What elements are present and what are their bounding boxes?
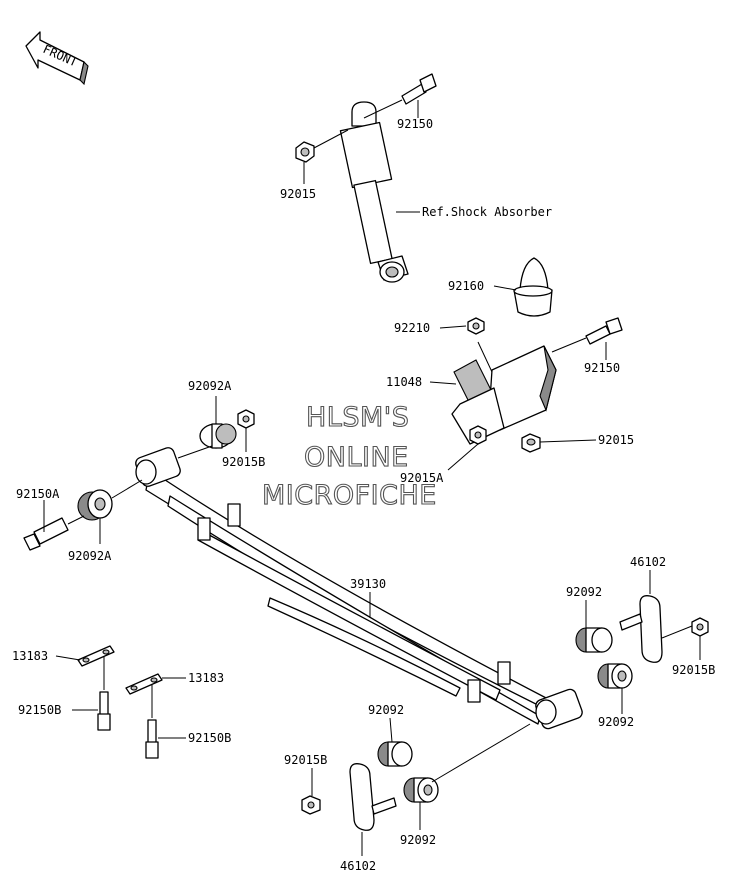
bushing-92092a-top [177, 423, 237, 459]
label-92015b-right: 92015B [672, 663, 715, 677]
nut-92015-top [295, 129, 349, 163]
label-92092-bottom: 92092 [400, 833, 436, 847]
nut-92015-mid [521, 433, 541, 453]
label-39130: 39130 [350, 577, 386, 591]
label-92092-right: 92092 [566, 585, 602, 599]
nut-92015a [469, 425, 487, 445]
label-13183-left: 13183 [12, 649, 48, 663]
bracket-11048 [451, 341, 557, 445]
bolt-92150b-left [97, 691, 111, 731]
label-92150b-mid: 92150B [188, 731, 231, 745]
nut-92015b-bottom [301, 795, 321, 815]
label-92092-right-low: 92092 [598, 715, 634, 729]
label-92015b-top: 92015B [222, 455, 265, 469]
nut-92210 [467, 317, 485, 335]
label-46102-bottom: 46102 [340, 859, 376, 873]
bushing-92092-right-low [597, 663, 633, 689]
label-92015-mid: 92015 [598, 433, 634, 447]
label-92150-top: 92150 [397, 117, 433, 131]
label-92015b-bottom: 92015B [284, 753, 327, 767]
watermark-line3: MICROFICHE [262, 480, 437, 511]
label-92015-top: 92015 [280, 187, 316, 201]
label-ref-shock-absorber: Ref.Shock Absorber [422, 205, 552, 219]
label-92015a: 92015A [400, 471, 444, 485]
plate-13183-mid [125, 673, 163, 718]
label-92150a: 92150A [16, 487, 60, 501]
label-92092a-top: 92092A [188, 379, 232, 393]
bushing-92092-bottom-top [377, 741, 413, 767]
label-11048: 11048 [386, 375, 422, 389]
bolt-92150-mid [551, 317, 623, 353]
bolt-92150-top [363, 73, 437, 119]
shackle-46102-right [619, 595, 663, 663]
label-46102-right: 46102 [630, 555, 666, 569]
watermark-line1: HLSM'S [306, 402, 409, 433]
label-92150-mid: 92150 [584, 361, 620, 375]
label-92092-bottom-top: 92092 [368, 703, 404, 717]
bump-stop [513, 257, 553, 317]
watermark: HLSM'S ONLINE MICROFICHE [261, 401, 437, 511]
bolt-92150b-mid [145, 719, 159, 759]
plate-13183-left [77, 645, 115, 690]
leader-lines [43, 100, 701, 856]
label-92210: 92210 [394, 321, 430, 335]
label-92092a-low: 92092A [68, 549, 112, 563]
nut-92015b-top [237, 409, 255, 429]
bushing-92092a-low [77, 479, 143, 521]
shackle-46102-bottom [349, 763, 397, 831]
nut-92015b-right [661, 617, 709, 639]
leaf-spring [135, 447, 583, 730]
watermark-line2: ONLINE [304, 442, 409, 473]
bushing-92092-bottom [403, 723, 531, 803]
label-92160: 92160 [448, 279, 484, 293]
bushing-92092-right [575, 627, 613, 653]
shock-absorber [339, 101, 409, 283]
label-13183-mid: 13183 [188, 671, 224, 685]
front-arrow-icon: FRONT [25, 31, 89, 86]
label-92150b-left: 92150B [18, 703, 61, 717]
part-labels: 92150 92015 Ref.Shock Absorber 92160 922… [12, 117, 715, 873]
bolt-92150a [23, 515, 85, 551]
